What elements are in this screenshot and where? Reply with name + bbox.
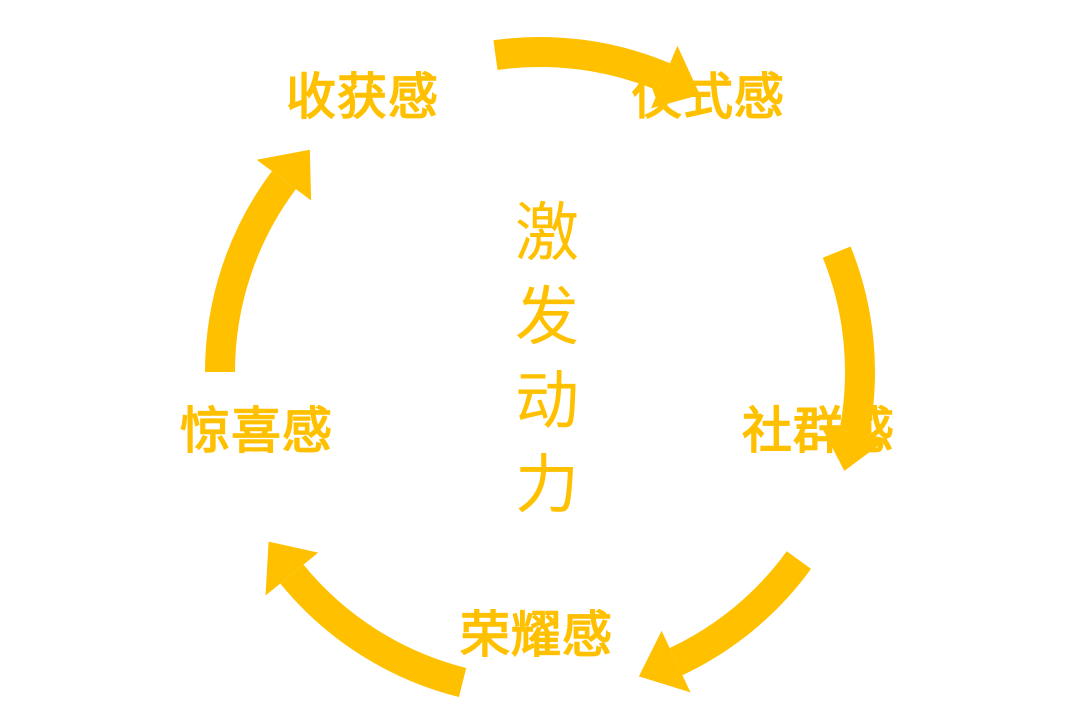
arrow-head-ritual-to-community xyxy=(820,425,888,471)
arrow-head-community-to-honor xyxy=(638,630,691,693)
arrow-shaft-surprise-to-harvest xyxy=(205,171,296,373)
arrow-shaft-community-to-honor xyxy=(669,551,812,676)
node-ritual: 仪式感 xyxy=(632,68,785,126)
arrow-shaft-ritual-to-community xyxy=(822,246,875,435)
center-label: 激发动力 xyxy=(515,197,579,523)
node-community: 社群感 xyxy=(742,402,895,460)
arrow-head-surprise-to-harvest xyxy=(256,149,312,201)
arrow-head-honor-to-surprise xyxy=(265,541,319,596)
node-harvest: 收获感 xyxy=(286,68,439,126)
arrow-shaft-honor-to-surprise xyxy=(280,564,467,698)
node-honor: 荣耀感 xyxy=(460,606,613,664)
node-surprise: 惊喜感 xyxy=(180,402,333,460)
arrow-head-harvest-to-ritual xyxy=(651,45,700,109)
arrow-shaft-harvest-to-ritual xyxy=(493,37,671,91)
